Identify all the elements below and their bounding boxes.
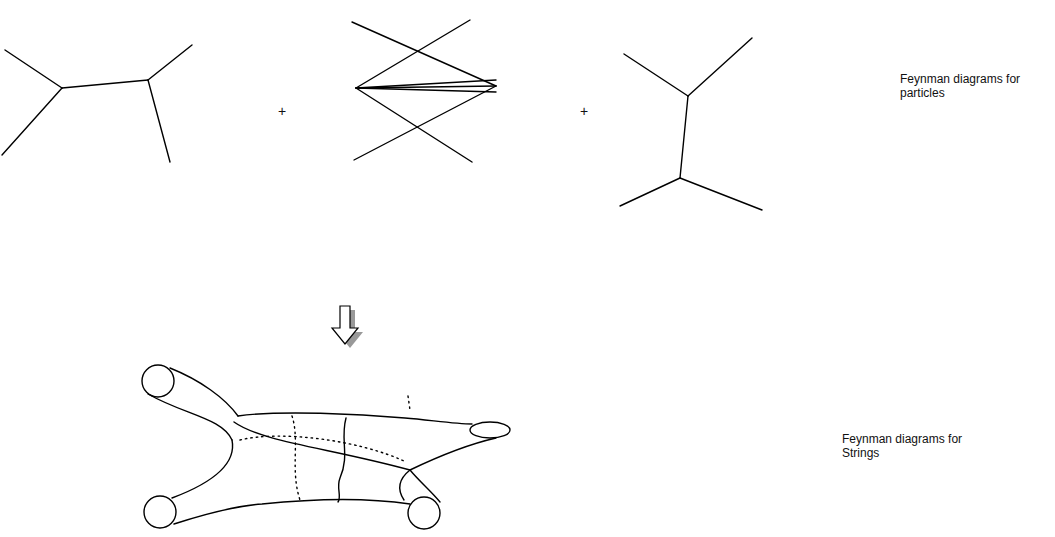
caption-label: Feynman diagrams for Strings: [842, 432, 972, 461]
plus-sign: +: [278, 103, 298, 120]
plus-sign: +: [580, 103, 600, 120]
caption-label: Feynman diagrams for particles: [900, 72, 1030, 101]
string-worldsheet: [142, 365, 510, 529]
down-arrow: [332, 306, 363, 348]
feynman-diagram-t: [620, 38, 762, 210]
feynman-diagram-crossed: [352, 20, 496, 162]
feynman-diagram-s: [2, 45, 192, 162]
